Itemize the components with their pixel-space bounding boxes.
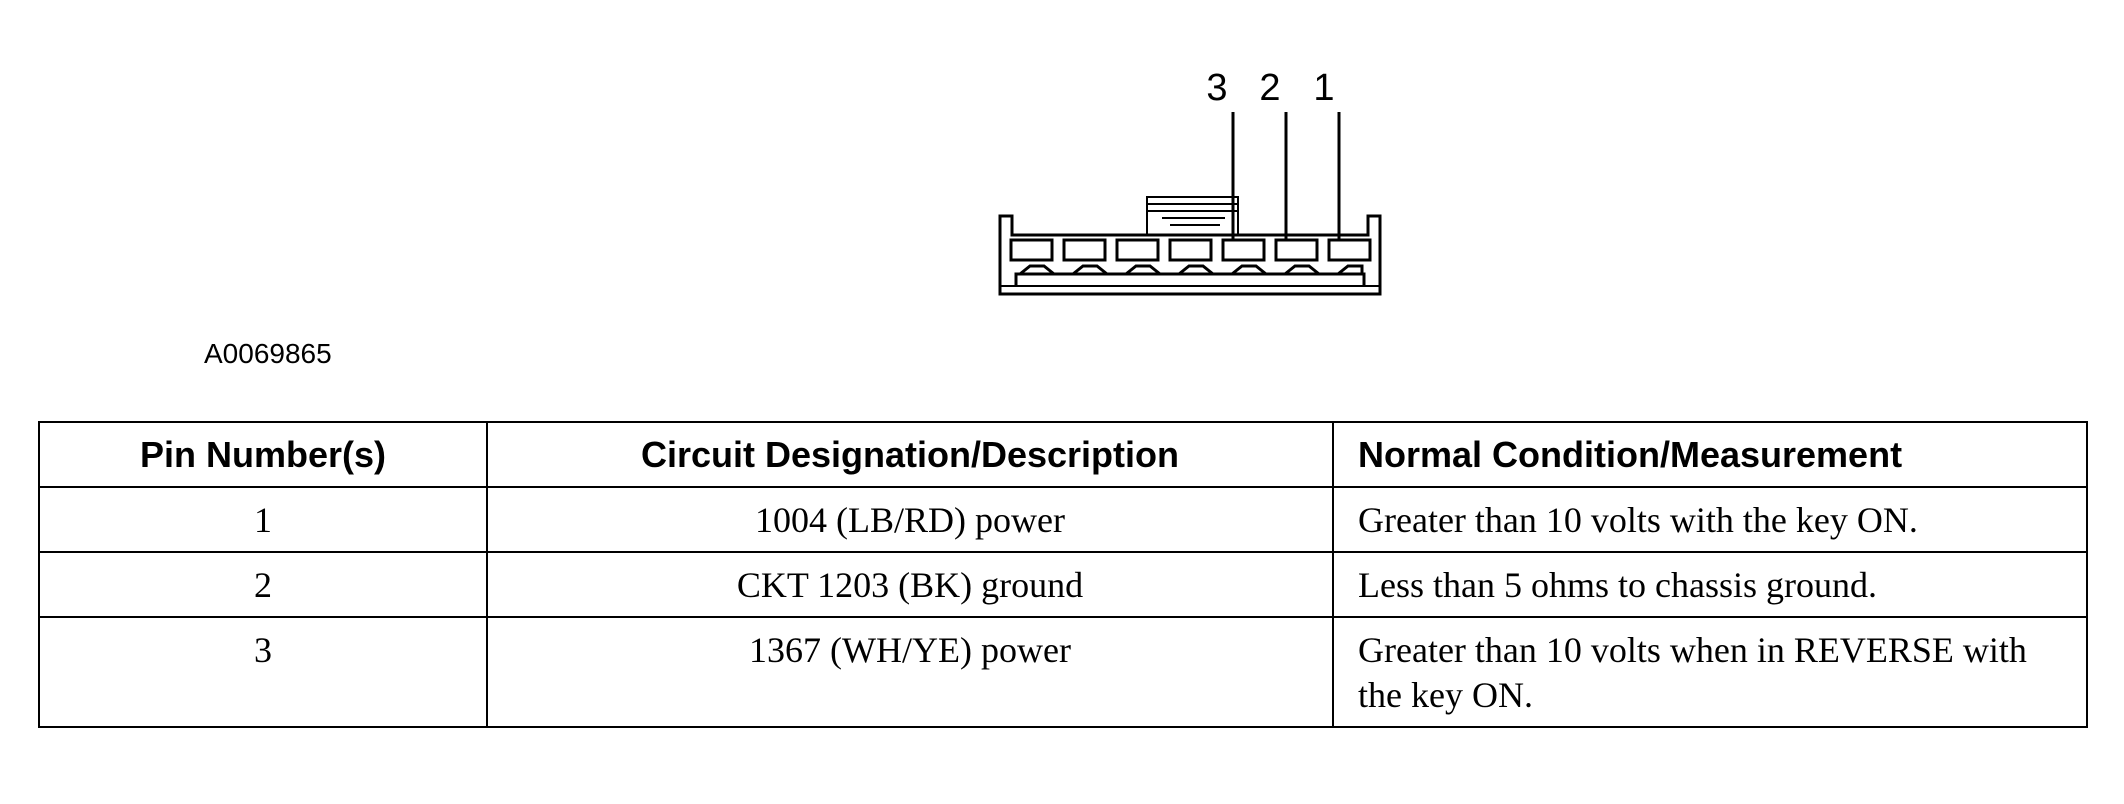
connector-housing xyxy=(998,214,1382,296)
locking-ridge xyxy=(1014,272,1366,286)
ridge-bumps xyxy=(1019,264,1364,276)
connector-diagram: 3 2 1 xyxy=(980,60,1400,310)
header-circuit: Circuit Designation/Description xyxy=(486,421,1334,488)
pin-label-3: 3 xyxy=(1206,67,1227,109)
pin-label-2: 2 xyxy=(1259,67,1280,109)
pinout-table: Pin Number(s) Circuit Designation/Descri… xyxy=(38,421,2088,728)
cell-condition: Greater than 10 volts with the key ON. xyxy=(1332,486,2088,553)
cell-pin: 2 xyxy=(38,551,488,618)
cell-circuit: 1004 (LB/RD) power xyxy=(486,486,1334,553)
figure-id: A0069865 xyxy=(204,338,332,369)
table-header-row: Pin Number(s) Circuit Designation/Descri… xyxy=(38,421,2088,488)
header-pin-number: Pin Number(s) xyxy=(38,421,488,488)
table-row: 1 1004 (LB/RD) power Greater than 10 vol… xyxy=(38,486,2088,553)
cell-pin: 1 xyxy=(38,486,488,553)
cell-circuit: CKT 1203 (BK) ground xyxy=(486,551,1334,618)
pin-label-1: 1 xyxy=(1313,67,1334,109)
connector-drawing: 3 2 1 xyxy=(998,67,1382,296)
cell-circuit: 1367 (WH/YE) power xyxy=(486,616,1334,728)
cell-condition: Greater than 10 volts when in REVERSE wi… xyxy=(1332,616,2088,728)
cell-condition: Less than 5 ohms to chassis ground. xyxy=(1332,551,2088,618)
header-condition: Normal Condition/Measurement xyxy=(1332,421,2088,488)
terminal-cavities xyxy=(1009,238,1372,262)
table-row: 2 CKT 1203 (BK) ground Less than 5 ohms … xyxy=(38,551,2088,618)
connector-latch xyxy=(1146,196,1239,236)
table-row: 3 1367 (WH/YE) power Greater than 10 vol… xyxy=(38,616,2088,728)
cell-pin: 3 xyxy=(38,616,488,728)
